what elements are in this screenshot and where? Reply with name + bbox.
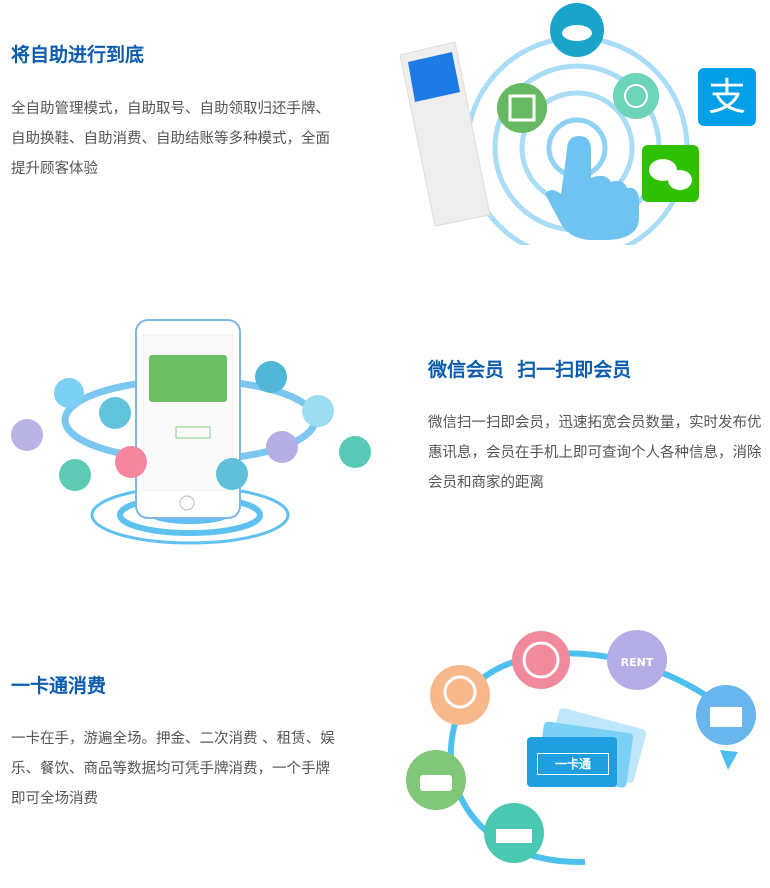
rent-label: RENT xyxy=(621,656,654,669)
user-icon xyxy=(115,446,147,478)
qr-code-icon xyxy=(266,431,298,463)
card-label: 一卡通 xyxy=(537,753,609,775)
map-icon xyxy=(302,395,334,427)
hand-pointer-icon xyxy=(545,136,639,240)
document-icon xyxy=(54,378,84,408)
qr-code-icon xyxy=(497,83,547,133)
rent-sign-icon xyxy=(607,630,667,690)
section-wechat-member-title: 微信会员 扫一扫即会员 xyxy=(428,359,632,381)
alipay-icon xyxy=(698,68,756,126)
card-icon xyxy=(339,436,371,468)
restaurant-icon xyxy=(512,631,570,689)
section-one-card-title: 一卡通消费 xyxy=(11,675,107,697)
ferris-wheel-icon xyxy=(430,665,490,725)
chart-icon xyxy=(255,361,287,393)
user-icon xyxy=(59,459,91,491)
fingerprint-icon xyxy=(613,73,659,119)
section-self-service-text: 全自助管理模式，自助取号、自助领取归还手牌、自助换鞋、自助消费、自助结账等多种模… xyxy=(11,101,330,177)
svg-text:支: 支 xyxy=(708,75,746,119)
user-icon xyxy=(216,458,248,490)
member-card-icon xyxy=(149,355,227,402)
wechat-member-illustration xyxy=(11,319,371,545)
one-card-illustration: RENT 一卡通 xyxy=(400,625,770,888)
self-service-illustration: 支 xyxy=(399,3,756,245)
section-self-service-title: 将自助进行到底 xyxy=(11,44,145,66)
section-one-card-text: 一卡在手，游遍全场。押金、二次消费 、租赁、娱乐、餐饮、商品等数据均可凭手牌消费… xyxy=(11,731,335,807)
section-wechat-member-text: 微信扫一扫即会员，迅速拓宽会员数量，实时发布优惠讯息，会员在手机上即可查询个人各… xyxy=(428,415,762,491)
mail-icon xyxy=(99,397,131,429)
money-bag-icon xyxy=(11,419,43,451)
kiosk-icon xyxy=(399,41,491,227)
